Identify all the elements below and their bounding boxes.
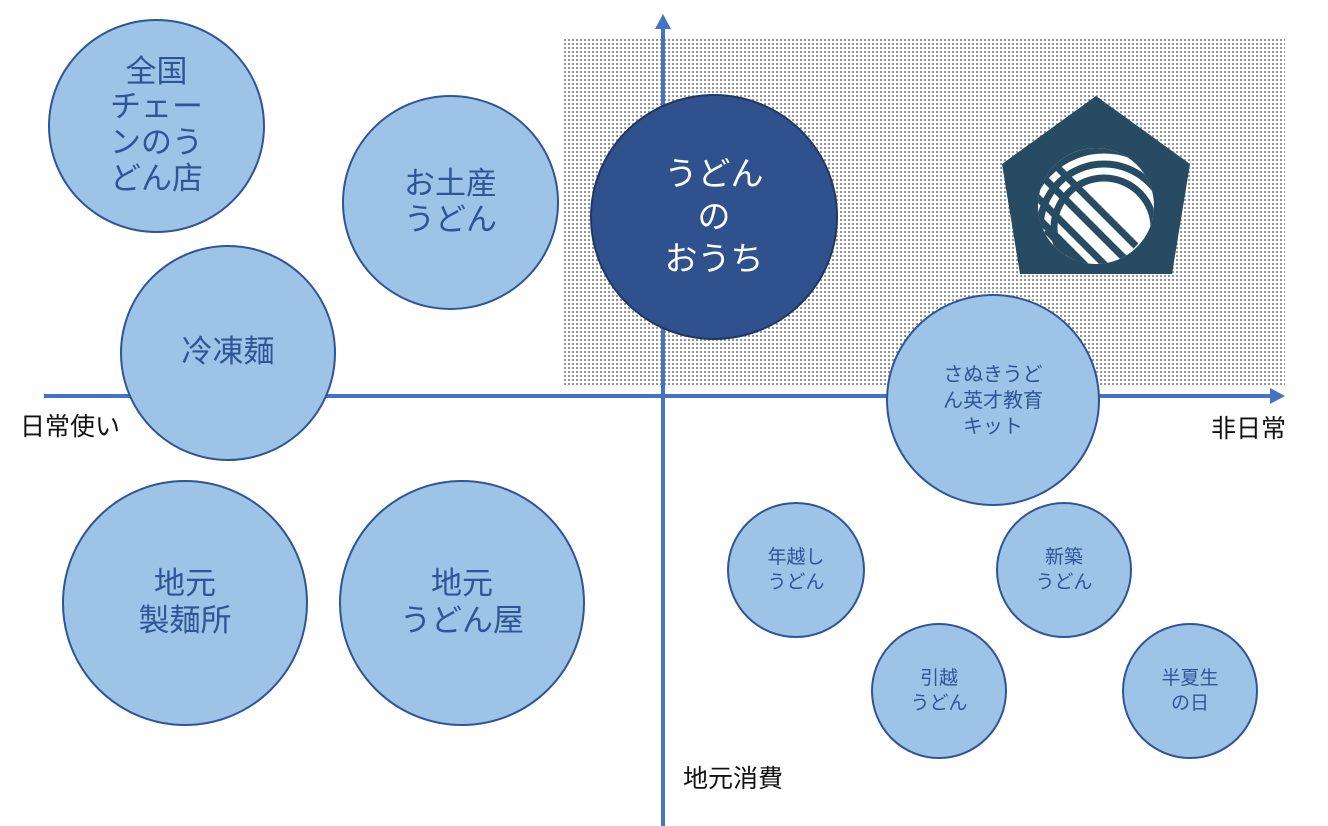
bubble-education-kit: さぬきうど ん英才教育 キット: [886, 294, 1100, 506]
bubble-label: さぬきうど ん英才教育 キット: [943, 362, 1043, 438]
bubble-featured-udon-no-ouchi: うどん の おうち: [590, 94, 838, 340]
bubble-local-shop: 地元 うどん屋: [339, 480, 585, 726]
bubble-label: 新築 うどん: [1035, 546, 1093, 593]
bubble-label: 冷凍麺: [181, 334, 275, 371]
udon-bowl-logo-icon: [1002, 96, 1190, 274]
axis-label-left: 日常使い: [20, 412, 121, 441]
vertical-axis-arrowhead: [655, 14, 671, 29]
bubble-label: 年越し うどん: [767, 546, 825, 593]
axis-label-right: 非日常: [1211, 414, 1287, 443]
bubble-new-house: 新築 うどん: [996, 502, 1132, 638]
bubble-hangesho: 半夏生 の日: [1122, 623, 1258, 759]
bubble-frozen: 冷凍麺: [120, 245, 336, 461]
bubble-label: 地元 製麺所: [138, 565, 232, 639]
bubble-new-year: 年越し うどん: [727, 502, 865, 638]
bubble-label: お土産 うどん: [404, 165, 497, 238]
bubble-label: 引越 うどん: [910, 667, 968, 714]
horizontal-axis: [44, 394, 1272, 398]
horizontal-axis-arrowhead: [1270, 388, 1285, 404]
bubble-moving: 引越 うどん: [871, 623, 1007, 759]
axis-label-bottom: 地元消費: [683, 764, 784, 793]
bubble-souvenir: お土産 うどん: [342, 95, 559, 310]
bubble-label: うどん の おうち: [664, 153, 764, 279]
bubble-label: 地元 うどん屋: [400, 565, 524, 639]
bubble-label: 半夏生 の日: [1161, 667, 1219, 714]
vertical-axis: [661, 28, 665, 826]
bubble-label: 全国 チェー ンのう どん店: [110, 53, 203, 197]
bubble-local-factory: 地元 製麺所: [62, 480, 308, 726]
bubble-national-chain: 全国 チェー ンのう どん店: [48, 19, 265, 233]
